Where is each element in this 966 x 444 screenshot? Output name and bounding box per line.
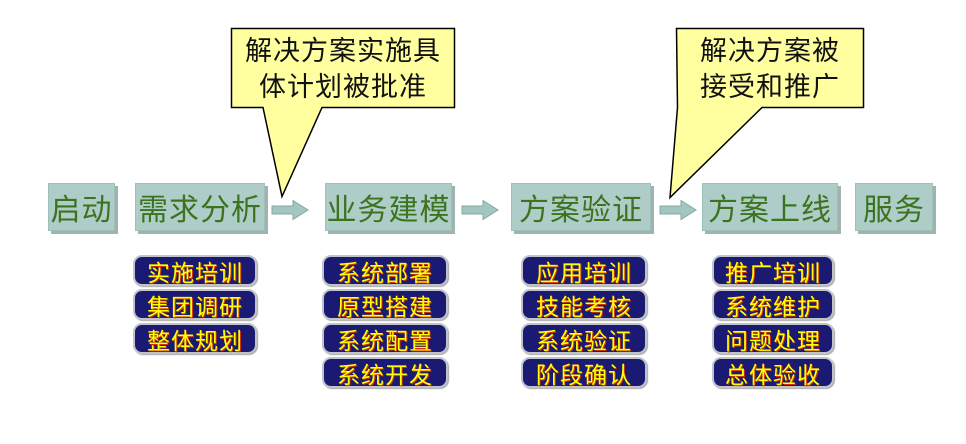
task-box: 应用培训 [521, 255, 647, 287]
task-box: 系统验证 [521, 323, 647, 355]
task-box: 问题处理 [712, 323, 834, 355]
flow-arrow-icon [461, 199, 499, 221]
task-box: 系统配置 [322, 323, 448, 355]
callout-bubble-2 [669, 27, 865, 200]
callout-2-line-1: 解决方案被 [700, 36, 840, 67]
stage-box-solution-golive: 方案上线 [702, 183, 838, 231]
task-box: 实施培训 [133, 255, 257, 287]
task-box: 系统部署 [322, 255, 448, 287]
task-box: 集团调研 [133, 289, 257, 321]
callout-bubble-1 [230, 27, 456, 199]
task-box: 总体验收 [712, 357, 834, 389]
task-box: 技能考核 [521, 289, 647, 321]
task-box: 系统开发 [322, 357, 448, 389]
task-box: 推广培训 [712, 255, 834, 287]
stage-box-business-modeling: 业务建模 [325, 183, 452, 231]
callout-2-line-2: 接受和推广 [700, 72, 840, 103]
stage-box-requirements-analysis: 需求分析 [135, 183, 265, 231]
flow-arrow-icon [271, 199, 309, 221]
callout-1-line-1: 解决方案实施具 [245, 36, 441, 67]
task-box: 系统维护 [712, 289, 834, 321]
task-box: 阶段确认 [521, 357, 647, 389]
flow-arrow-icon [659, 199, 697, 221]
task-box: 原型搭建 [322, 289, 448, 321]
callout-1-text: 解决方案实施具 体计划被批准 [231, 34, 455, 106]
callout-1-line-2: 体计划被批准 [259, 72, 427, 103]
callout-2-text: 解决方案被 接受和推广 [676, 34, 864, 106]
task-box: 整体规划 [133, 323, 257, 355]
stage-box-service: 服务 [855, 183, 933, 231]
stage-box-solution-verification: 方案验证 [511, 183, 651, 231]
stage-box-startup: 启动 [48, 183, 115, 231]
